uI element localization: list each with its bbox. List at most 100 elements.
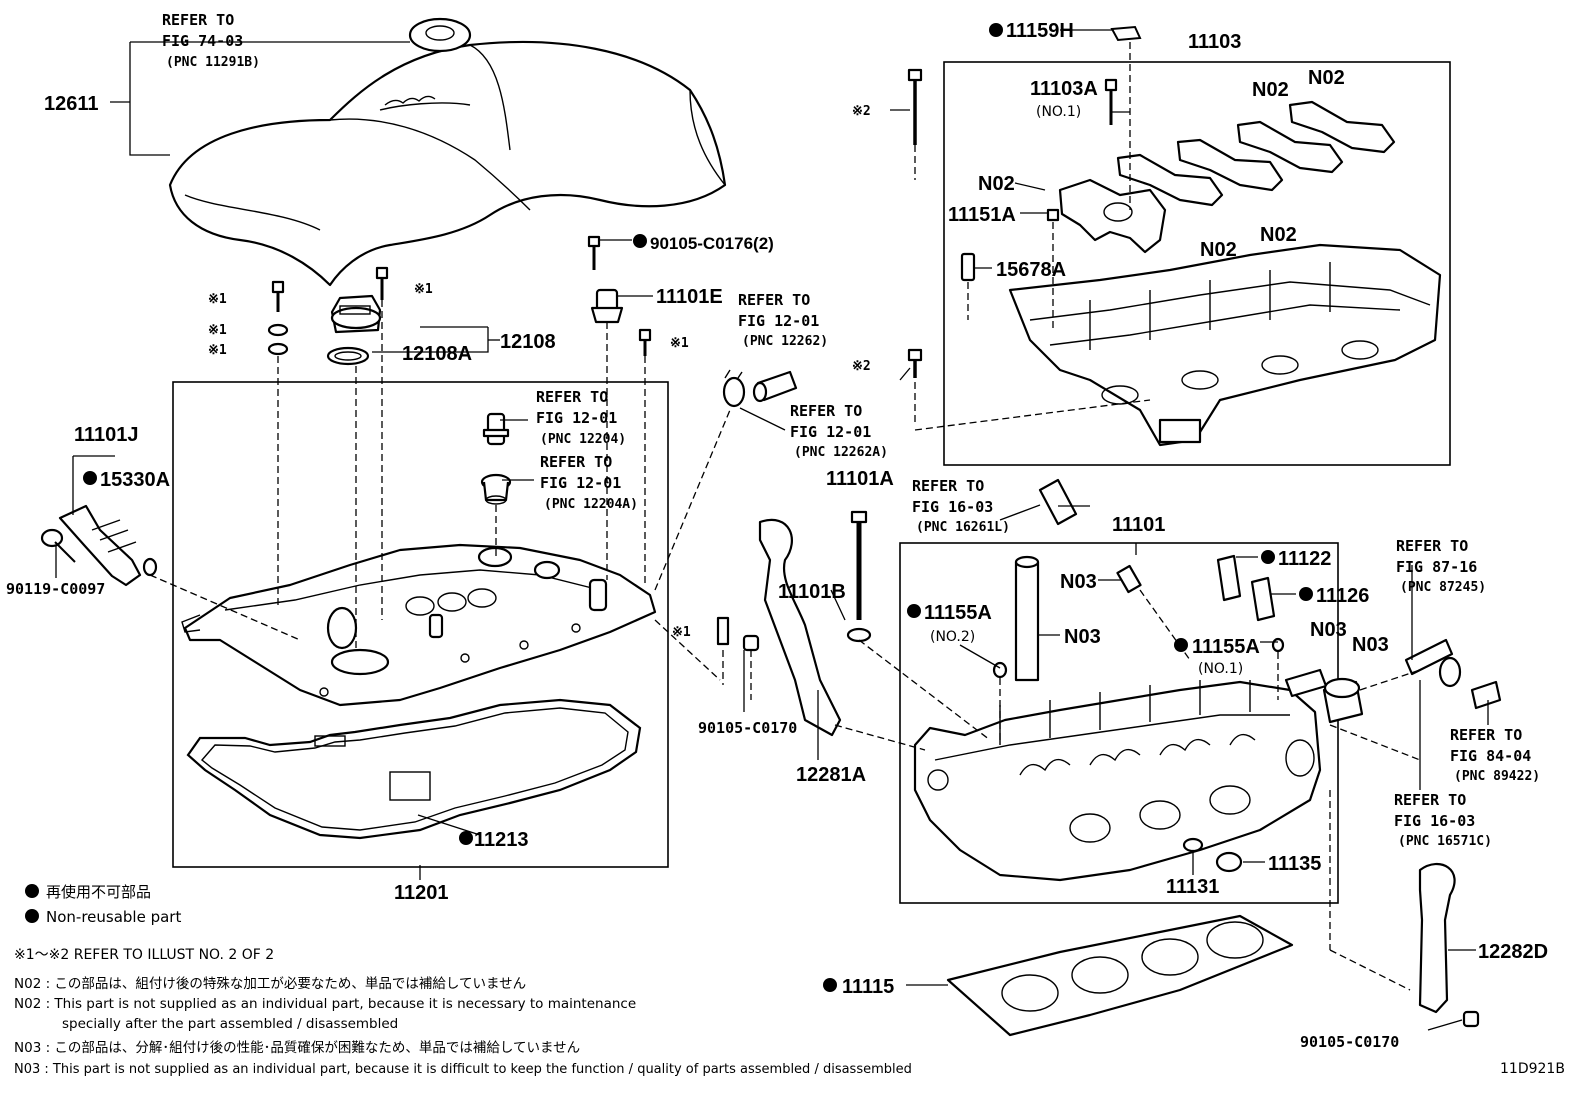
union-fitting[interactable] <box>587 235 624 324</box>
ref-fig74-line1[interactable]: REFER TO <box>162 11 234 29</box>
part-11213[interactable]: 11213 <box>474 829 529 851</box>
part-12282d[interactable]: 12282D <box>1478 941 1548 963</box>
legend-n03-jp: N03 : この部品は、分解･組付け後の性能･品質確保が困難なため、単品では補給… <box>14 1040 580 1056</box>
part-11122[interactable]: 11122 <box>1278 548 1331 570</box>
cylinder-head[interactable] <box>913 555 1322 882</box>
ref-16261l-line1[interactable]: REFER TO <box>912 477 984 495</box>
oil-filler-cap[interactable] <box>326 294 382 366</box>
ref-89422-line1[interactable]: REFER TO <box>1450 726 1522 744</box>
n02-label-5[interactable]: N02 <box>1260 224 1297 246</box>
engine-hanger-front[interactable] <box>758 518 842 737</box>
part-11101a[interactable]: 11101A <box>826 468 894 490</box>
part-11101j[interactable]: 11101J <box>74 424 139 446</box>
ref-12262-line2[interactable]: FIG 12-01 <box>738 312 819 330</box>
no2-label: (NO.2) <box>930 629 975 645</box>
bolt-washer-stack[interactable] <box>267 266 652 356</box>
ref-fig74-line3[interactable]: (PNC 11291B) <box>166 55 260 70</box>
n02-label-2[interactable]: N02 <box>1252 79 1289 101</box>
part-11103a[interactable]: 11103A <box>1030 78 1098 100</box>
ref-87245-line2[interactable]: FIG 87-16 <box>1396 558 1477 576</box>
n02-label-3[interactable]: N02 <box>978 173 1015 195</box>
ref-12204-line1[interactable]: REFER TO <box>536 388 608 406</box>
camshaft-bearing-caps[interactable] <box>1058 100 1396 254</box>
n03-label-2[interactable]: N03 <box>1064 626 1101 648</box>
ref-12262-line3[interactable]: (PNC 12262) <box>742 334 828 349</box>
hanger-bolts[interactable] <box>716 616 760 652</box>
engine-cover[interactable] <box>168 17 727 287</box>
part-11103[interactable]: 11103 <box>1188 31 1241 53</box>
camshaft-housing[interactable] <box>1008 243 1442 447</box>
part-11101[interactable]: 11101 <box>1112 514 1165 536</box>
n03-label-4[interactable]: N03 <box>1352 634 1389 656</box>
stud-bolt[interactable] <box>846 510 872 643</box>
ref-12262a-line1[interactable]: REFER TO <box>790 402 862 420</box>
ref-12262a-line2[interactable]: FIG 12-01 <box>790 423 871 441</box>
part-12611[interactable]: 12611 <box>44 93 99 115</box>
part-12108[interactable]: 12108 <box>500 331 556 353</box>
ref-fig74-line2[interactable]: FIG 74-03 <box>162 32 243 50</box>
ref-mark-1f: ※1 <box>672 625 691 640</box>
ref-12262-line1[interactable]: REFER TO <box>738 291 810 309</box>
ref-16571c-line2[interactable]: FIG 16-03 <box>1394 812 1475 830</box>
part-11155a-no1[interactable]: 11155A <box>1192 636 1260 658</box>
bearing-cap-frame <box>943 61 1451 466</box>
cylinder-head-gasket[interactable] <box>946 914 1294 1037</box>
ref-16571c-line1[interactable]: REFER TO <box>1394 791 1466 809</box>
n02-label-4[interactable]: N02 <box>1200 239 1237 261</box>
engine-hanger-rear[interactable] <box>1418 862 1480 1028</box>
n03-label-3[interactable]: N03 <box>1310 619 1347 641</box>
ref-89422-line3[interactable]: (PNC 89422) <box>1454 769 1540 784</box>
ref-mark-2b: ※2 <box>852 359 871 374</box>
n02-label-1[interactable]: N02 <box>1308 67 1345 89</box>
emblem-icon <box>408 17 472 53</box>
ref-87245-line1[interactable]: REFER TO <box>1396 537 1468 555</box>
ref-12204a-line1[interactable]: REFER TO <box>540 453 612 471</box>
part-15678a[interactable]: 15678A <box>996 259 1066 281</box>
part-11201[interactable]: 11201 <box>394 882 449 904</box>
cam-cap-bolts[interactable] <box>907 25 1142 378</box>
legend-n02-jp: N02 : この部品は、組付け後の特殊な加工が必要なため、単品では補給していませ… <box>14 976 526 992</box>
ref-12204a-line2[interactable]: FIG 12-01 <box>540 474 621 492</box>
part-11131[interactable]: 11131 <box>1166 876 1219 898</box>
oil-control-valve[interactable] <box>40 504 158 587</box>
ref-12204a-line3[interactable]: (PNC 12204A) <box>544 497 638 512</box>
part-11155a-no2[interactable]: 11155A <box>924 602 992 624</box>
part-11151a[interactable]: 11151A <box>948 204 1016 226</box>
ref-89422-line2[interactable]: FIG 84-04 <box>1450 747 1531 765</box>
breather-hose[interactable] <box>722 369 798 408</box>
ref-16261l-line2[interactable]: FIG 16-03 <box>912 498 993 516</box>
ref-87245-line3[interactable]: (PNC 87245) <box>1400 580 1486 595</box>
ref-mark-1c: ※1 <box>208 343 227 358</box>
part-11135[interactable]: 11135 <box>1268 853 1321 875</box>
n03-label-1[interactable]: N03 <box>1060 571 1097 593</box>
part-12281a[interactable]: 12281A <box>796 764 866 786</box>
part-11126[interactable]: 11126 <box>1316 585 1369 607</box>
ref-12204-line2[interactable]: FIG 12-01 <box>536 409 617 427</box>
part-11101b[interactable]: 11101B <box>778 581 846 603</box>
no1-label-top: (NO.1) <box>1036 104 1081 120</box>
head-cover-gasket[interactable] <box>186 698 642 840</box>
legend-n02-en1: N02 : This part is not supplied as an in… <box>14 996 636 1012</box>
legend-jp: 再使用不可部品 <box>46 883 151 901</box>
part-11115[interactable]: 11115 <box>842 976 894 998</box>
pcv-valve[interactable] <box>480 412 512 505</box>
ref-12262a-line3[interactable]: (PNC 12262A) <box>794 445 888 460</box>
ref-16261l-line3[interactable]: (PNC 16261L) <box>916 520 1010 535</box>
ref-12204-line3[interactable]: (PNC 12204) <box>540 432 626 447</box>
ref-mark-1b: ※1 <box>208 323 227 338</box>
part-12108a[interactable]: 12108A <box>402 343 472 365</box>
part-15330a[interactable]: 15330A <box>100 469 170 491</box>
ref-16571c-line3[interactable]: (PNC 16571C) <box>1398 834 1492 849</box>
cylinder-head-frame <box>899 542 1339 904</box>
part-90105-c0170-a[interactable]: 90105-C0170 <box>698 719 797 737</box>
part-90119[interactable]: 90119-C0097 <box>6 580 105 598</box>
cylinder-head-cover[interactable] <box>181 543 657 707</box>
part-11101e[interactable]: 11101E <box>656 286 723 308</box>
oil-filler-cap-gasket[interactable] <box>326 346 370 366</box>
valve-guides[interactable] <box>992 478 1502 873</box>
part-11159h[interactable]: 11159H <box>1006 20 1074 42</box>
part-90105-c0170-b[interactable]: 90105-C0170 <box>1300 1033 1399 1051</box>
part-90105-c0176[interactable]: 90105-C0176(2) <box>650 234 774 253</box>
non-reusable-markers <box>25 23 1313 992</box>
